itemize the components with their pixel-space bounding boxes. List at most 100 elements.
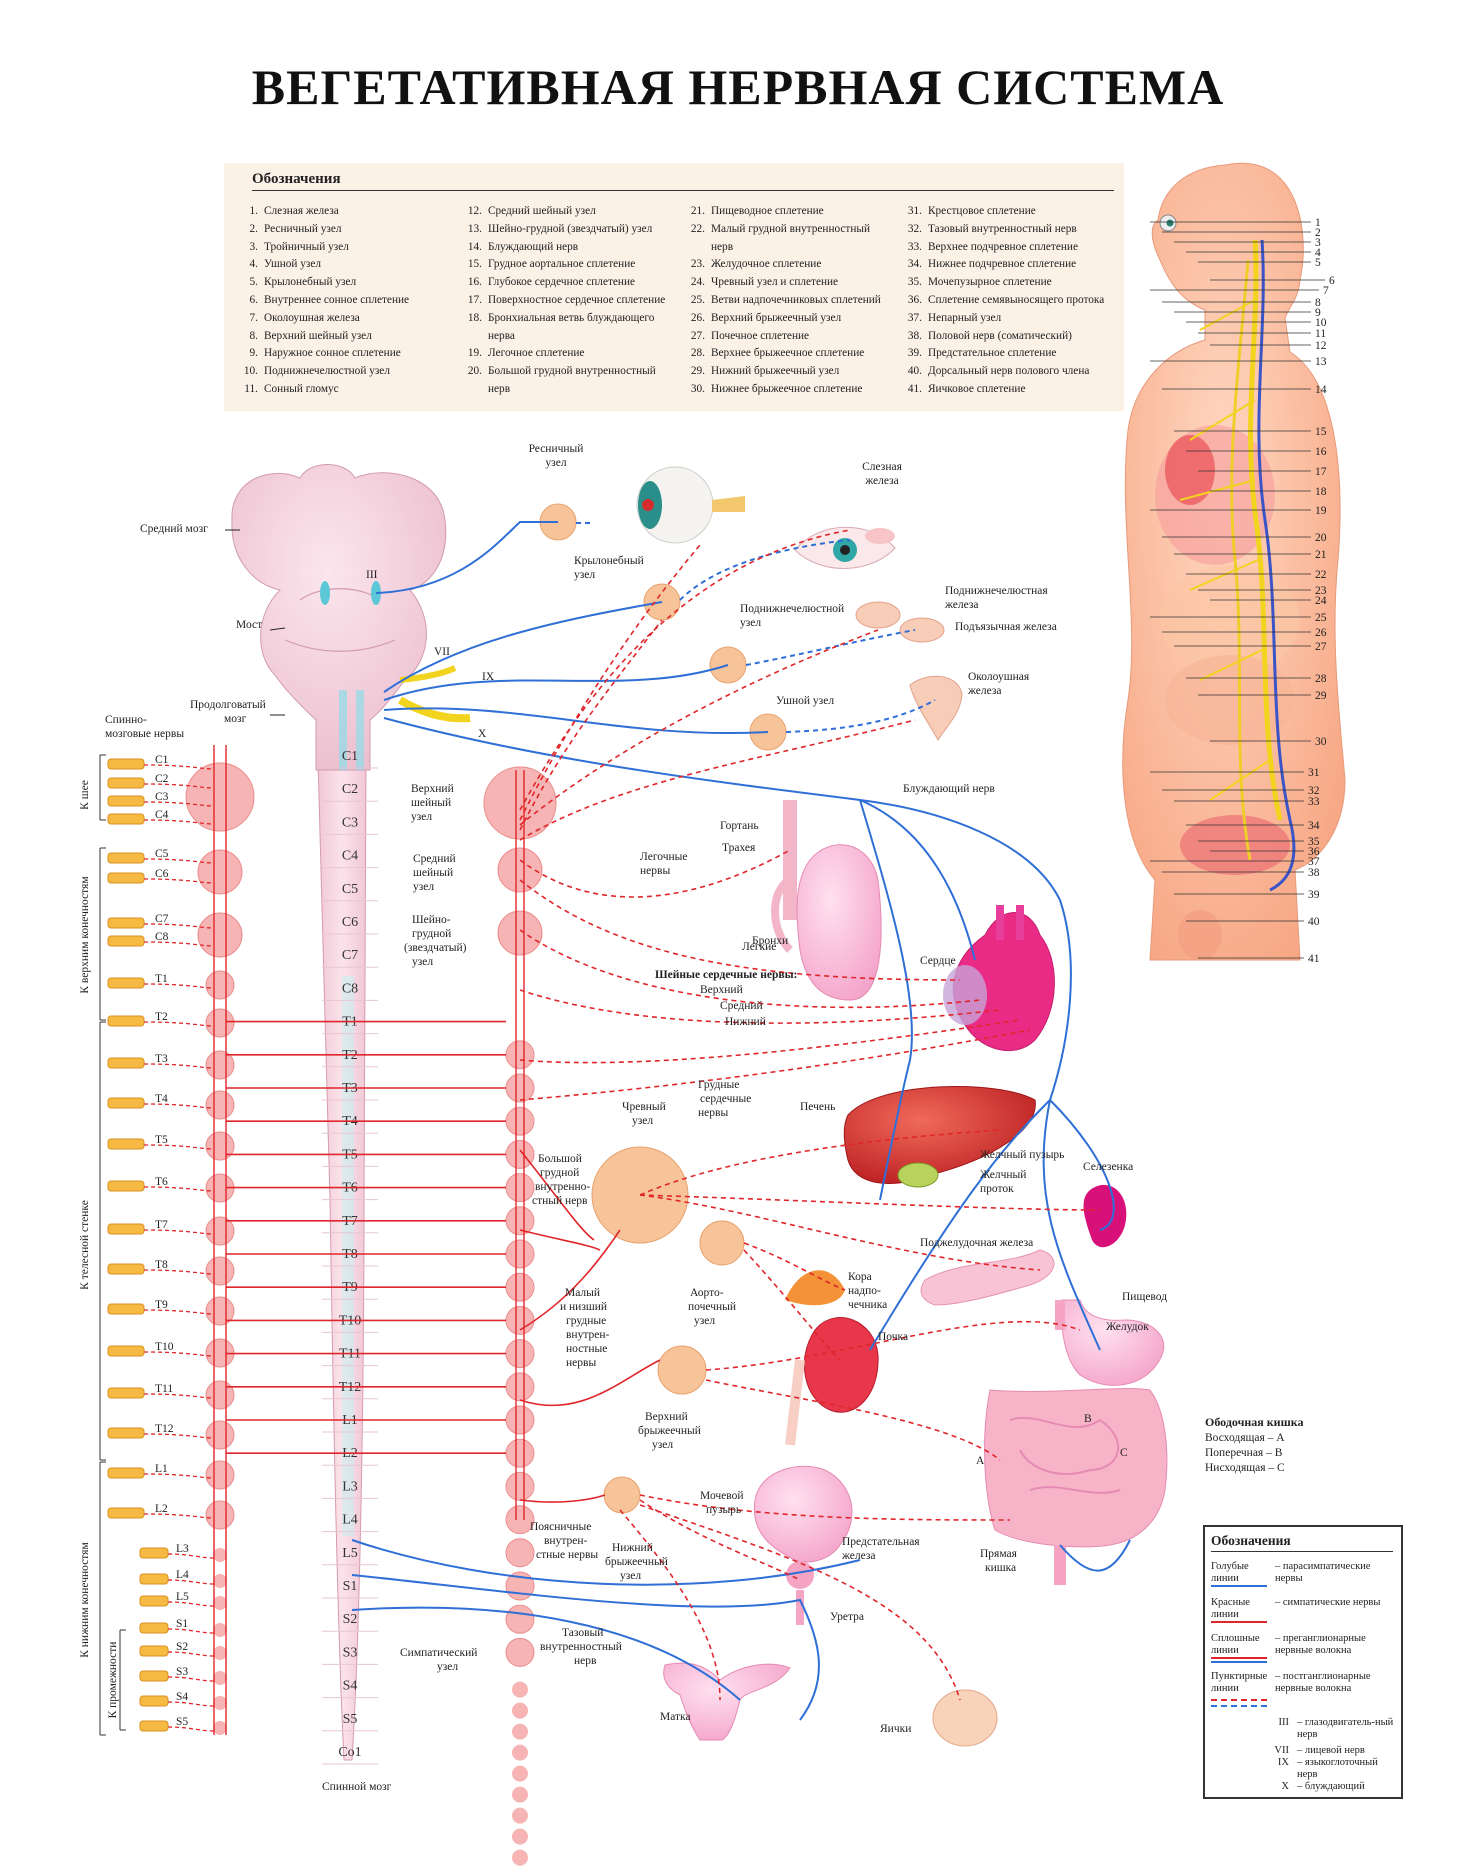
body-number-label: 12 (1315, 340, 1327, 352)
spinal-nerve-fiber (143, 1103, 215, 1109)
legend-item-text: Шейно-грудной (звездчатый) узел (488, 222, 653, 235)
legend-item-number: 13. (467, 222, 482, 235)
body-number-label: 2 (1315, 227, 1321, 239)
dorsal-root-ganglion (205, 1500, 235, 1530)
body-number-label: 39 (1308, 889, 1320, 901)
label-lacrimal-2: железа (864, 475, 899, 487)
body-number-label: 32 (1308, 785, 1320, 797)
legend-item-text: Внутреннее сонное сплетение (264, 293, 410, 306)
spinal-nerve-fiber (167, 1726, 215, 1732)
label-lumbar-2: внутрен- (544, 1535, 588, 1547)
spleen-organ (1083, 1184, 1127, 1248)
label-symp-1: Симпатический (400, 1647, 477, 1659)
spinal-nerve-fiber (167, 1701, 215, 1707)
body-number-label: 9 (1315, 307, 1321, 319)
legend-item: 35.Мочепузырное сплетение (896, 274, 1126, 292)
lungs-organ (771, 800, 882, 1001)
brain-label-spinal-nerves-2: мозговые нервы (105, 728, 184, 740)
legend-item: 34.Нижнее подчревное сплетение (896, 256, 1126, 274)
side-label-lower-limbs: К нижним конечностям (79, 1542, 91, 1658)
spinal-nerve-bundle (107, 1138, 145, 1150)
body-number-label: 41 (1308, 953, 1320, 965)
body-number-label: 23 (1315, 585, 1327, 597)
label-bladder-1: Мочевой (700, 1490, 744, 1502)
brain-label-n9: IX (482, 671, 495, 683)
label-celiac-1: Чревный (622, 1101, 666, 1113)
label-sup-cerv-3: узел (411, 811, 432, 823)
legend-item: 33.Верхнее подчревное сплетение (896, 239, 1126, 257)
label-cardiac-title: Шейные сердечные нервы: (655, 969, 797, 981)
legend-item-number: 14. (467, 240, 482, 253)
legend-item-text: Нижнее подчревное сплетение (928, 258, 1077, 271)
legend-dotted-blue-swatch (1211, 1705, 1267, 1707)
body-number-label: 10 (1315, 317, 1327, 329)
spinal-nerve-fiber (143, 878, 215, 884)
sacral-chain-ganglion (512, 1681, 528, 1698)
label-colon-c: C (1120, 1447, 1128, 1459)
legend-n9-key: IX (1277, 1757, 1289, 1768)
dorsal-root-ganglion (205, 1296, 235, 1326)
legend-item: 40.Дорсальный нерв полового члена (896, 363, 1126, 381)
legend-item-text: Пищеводное сплетение (711, 205, 824, 217)
body-number-label: 34 (1308, 820, 1320, 832)
legend-item-number: 3. (249, 240, 258, 253)
pancreas-organ (920, 1249, 1055, 1306)
label-submand-gang-1: Поднижнечелюстной (740, 603, 844, 615)
legend-item: 7.Околоушная железа (232, 310, 442, 328)
legend-item-text: нерва (488, 329, 515, 342)
chain-ganglion (505, 1305, 535, 1335)
legend-top-divider (252, 190, 1114, 191)
sacral-chain-ganglion (512, 1744, 528, 1761)
body-number-label: 18 (1315, 486, 1327, 498)
body-number-label: 26 (1315, 627, 1327, 639)
body-number-label: 8 (1315, 297, 1321, 309)
legend-item-number: 27. (690, 329, 705, 342)
legend-item: 20.Большой грудной внутренностный (456, 363, 686, 381)
legend-n9-value: – языкоглоточный нерв (1297, 1757, 1378, 1780)
legend-item-text: Легочное сплетение (488, 347, 585, 360)
legend-item-text: Почечное сплетение (711, 329, 810, 342)
spinal-nerve-label: C4 (155, 809, 169, 821)
legend-item-number: 24. (690, 276, 705, 289)
body-number-labels: 1234567891011121314151617181920212223242… (1308, 217, 1335, 965)
spinal-nerve-bundle (139, 1573, 169, 1585)
spinal-nerve-fiber (143, 1393, 215, 1399)
spinal-nerve-fiber (143, 1021, 215, 1027)
spinal-cord (317, 759, 367, 1761)
label-sublingual: Подъязычная железа (955, 621, 1057, 633)
spinal-nerve-bundle (107, 1015, 145, 1027)
legend-item-text: Поднижнечелюстной узел (264, 365, 390, 378)
spinal-nerve-bundle (107, 1223, 145, 1235)
pointer-pons (269, 627, 286, 631)
spinal-nerve-bundle (139, 1622, 169, 1634)
label-thor-card-1: Грудные (698, 1079, 739, 1091)
spinal-nerve-bundle (139, 1645, 169, 1657)
legend-item-text: Околоушная железа (264, 311, 360, 324)
label-urethra: Уретра (830, 1611, 864, 1623)
legend-item: 16.Глубокое сердечное сплетение (456, 274, 686, 292)
legend-item-number: 35. (907, 276, 922, 289)
brain-label-spinal-nerves-1: Спинно- (105, 714, 147, 726)
label-bile-2: проток (980, 1183, 1014, 1195)
label-lsn-5: ностные (566, 1343, 607, 1355)
legend-item-text: нерв (711, 240, 734, 253)
label-submand-gland-1: Поднижнечелюстная (945, 585, 1048, 597)
legend-item-text: Верхний брыжеечный узел (711, 311, 842, 324)
body-number-label: 21 (1315, 549, 1327, 561)
label-vagus: Блуждающий нерв (903, 783, 995, 795)
legend-item-number: 2. (249, 222, 258, 235)
spinal-nerve-fiber (143, 1351, 215, 1357)
legend-item: 6.Внутреннее сонное сплетение (232, 292, 442, 310)
legend-dotted-key: Пунктирные линии (1211, 1671, 1268, 1694)
legend-blue-swatch (1211, 1585, 1267, 1587)
spinal-nerve-bundle (107, 777, 145, 789)
legend-dotted: Пунктирные линии– постганглионарные нерв… (1211, 1671, 1397, 1695)
legend-item-text: Верхнее брыжеечное сплетение (711, 347, 865, 360)
side-label-perineum: К промежности (107, 1642, 119, 1719)
spinal-nerve-bundle (107, 1303, 145, 1315)
legend-item: 37.Непарный узел (896, 310, 1126, 328)
spinal-nerve-label: C7 (155, 913, 169, 925)
spinal-nerve-bundle (107, 1180, 145, 1192)
label-gallbladder: Желчный пузырь (980, 1149, 1064, 1161)
